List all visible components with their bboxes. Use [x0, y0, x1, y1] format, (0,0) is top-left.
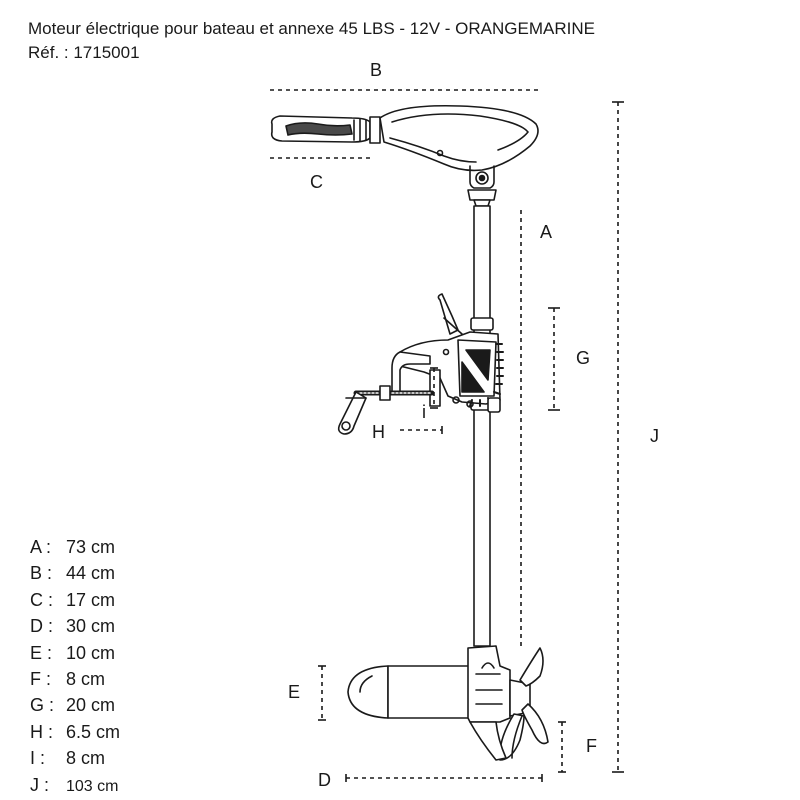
label-g: G	[576, 348, 590, 368]
label-j: J	[650, 426, 659, 446]
spec-key: H :	[30, 721, 54, 742]
spec-key: J :	[30, 774, 50, 795]
spec-row-h: H : 6.5 cm	[30, 719, 120, 745]
spec-value: 8 cm	[66, 668, 106, 689]
spec-row-a: A : 73 cm	[30, 534, 120, 560]
spec-value: 44 cm	[66, 563, 116, 584]
motor-shaft	[470, 205, 494, 647]
label-d: D	[318, 770, 331, 790]
label-c: C	[310, 172, 323, 192]
product-reference: Réf. : 1715001	[28, 43, 140, 62]
label-b: B	[370, 60, 382, 80]
spec-row-f: F : 8 cm	[30, 666, 120, 692]
spec-key: B :	[30, 563, 53, 584]
spec-row-i: I : 8 cm	[30, 745, 120, 771]
spec-row-d: D : 30 cm	[30, 613, 120, 639]
spec-value: 6.5 cm	[66, 721, 121, 742]
spec-key: E :	[30, 642, 53, 663]
spec-row-g: G : 20 cm	[30, 692, 120, 718]
spec-row-c: C : 17 cm	[30, 587, 120, 613]
spec-key: F :	[30, 668, 51, 689]
spec-value: 8 cm	[66, 748, 106, 769]
label-h: H	[372, 422, 385, 442]
tiller-handle	[270, 104, 539, 207]
spec-row-e: E : 10 cm	[30, 640, 120, 666]
mounting-bracket	[337, 293, 504, 435]
spec-key: C :	[30, 589, 54, 610]
label-i: i	[422, 402, 426, 422]
spec-value: 20 cm	[66, 695, 116, 716]
spec-value: 10 cm	[66, 642, 116, 663]
spec-value: 73 cm	[66, 537, 116, 557]
spec-key: G :	[30, 695, 55, 716]
spec-key: D :	[30, 616, 54, 637]
product-title: Moteur électrique pour bateau et annexe …	[28, 19, 595, 38]
spec-value: 30 cm	[66, 616, 116, 637]
label-e: E	[288, 682, 300, 702]
spec-row-b: B : 44 cm	[30, 560, 120, 586]
spec-key: I :	[30, 748, 46, 769]
label-a: A	[540, 222, 552, 242]
dimension-spec-list: A : 73 cm B : 44 cm C : 17 cm D : 30 cm E : 1…	[30, 534, 120, 798]
spec-value: 103 cm	[66, 777, 119, 795]
spec-key: A :	[30, 537, 52, 557]
spec-value: 17 cm	[66, 589, 116, 610]
lower-unit	[347, 645, 549, 761]
spec-row-j: J : 103 cm	[30, 772, 120, 798]
label-f: F	[586, 736, 597, 756]
